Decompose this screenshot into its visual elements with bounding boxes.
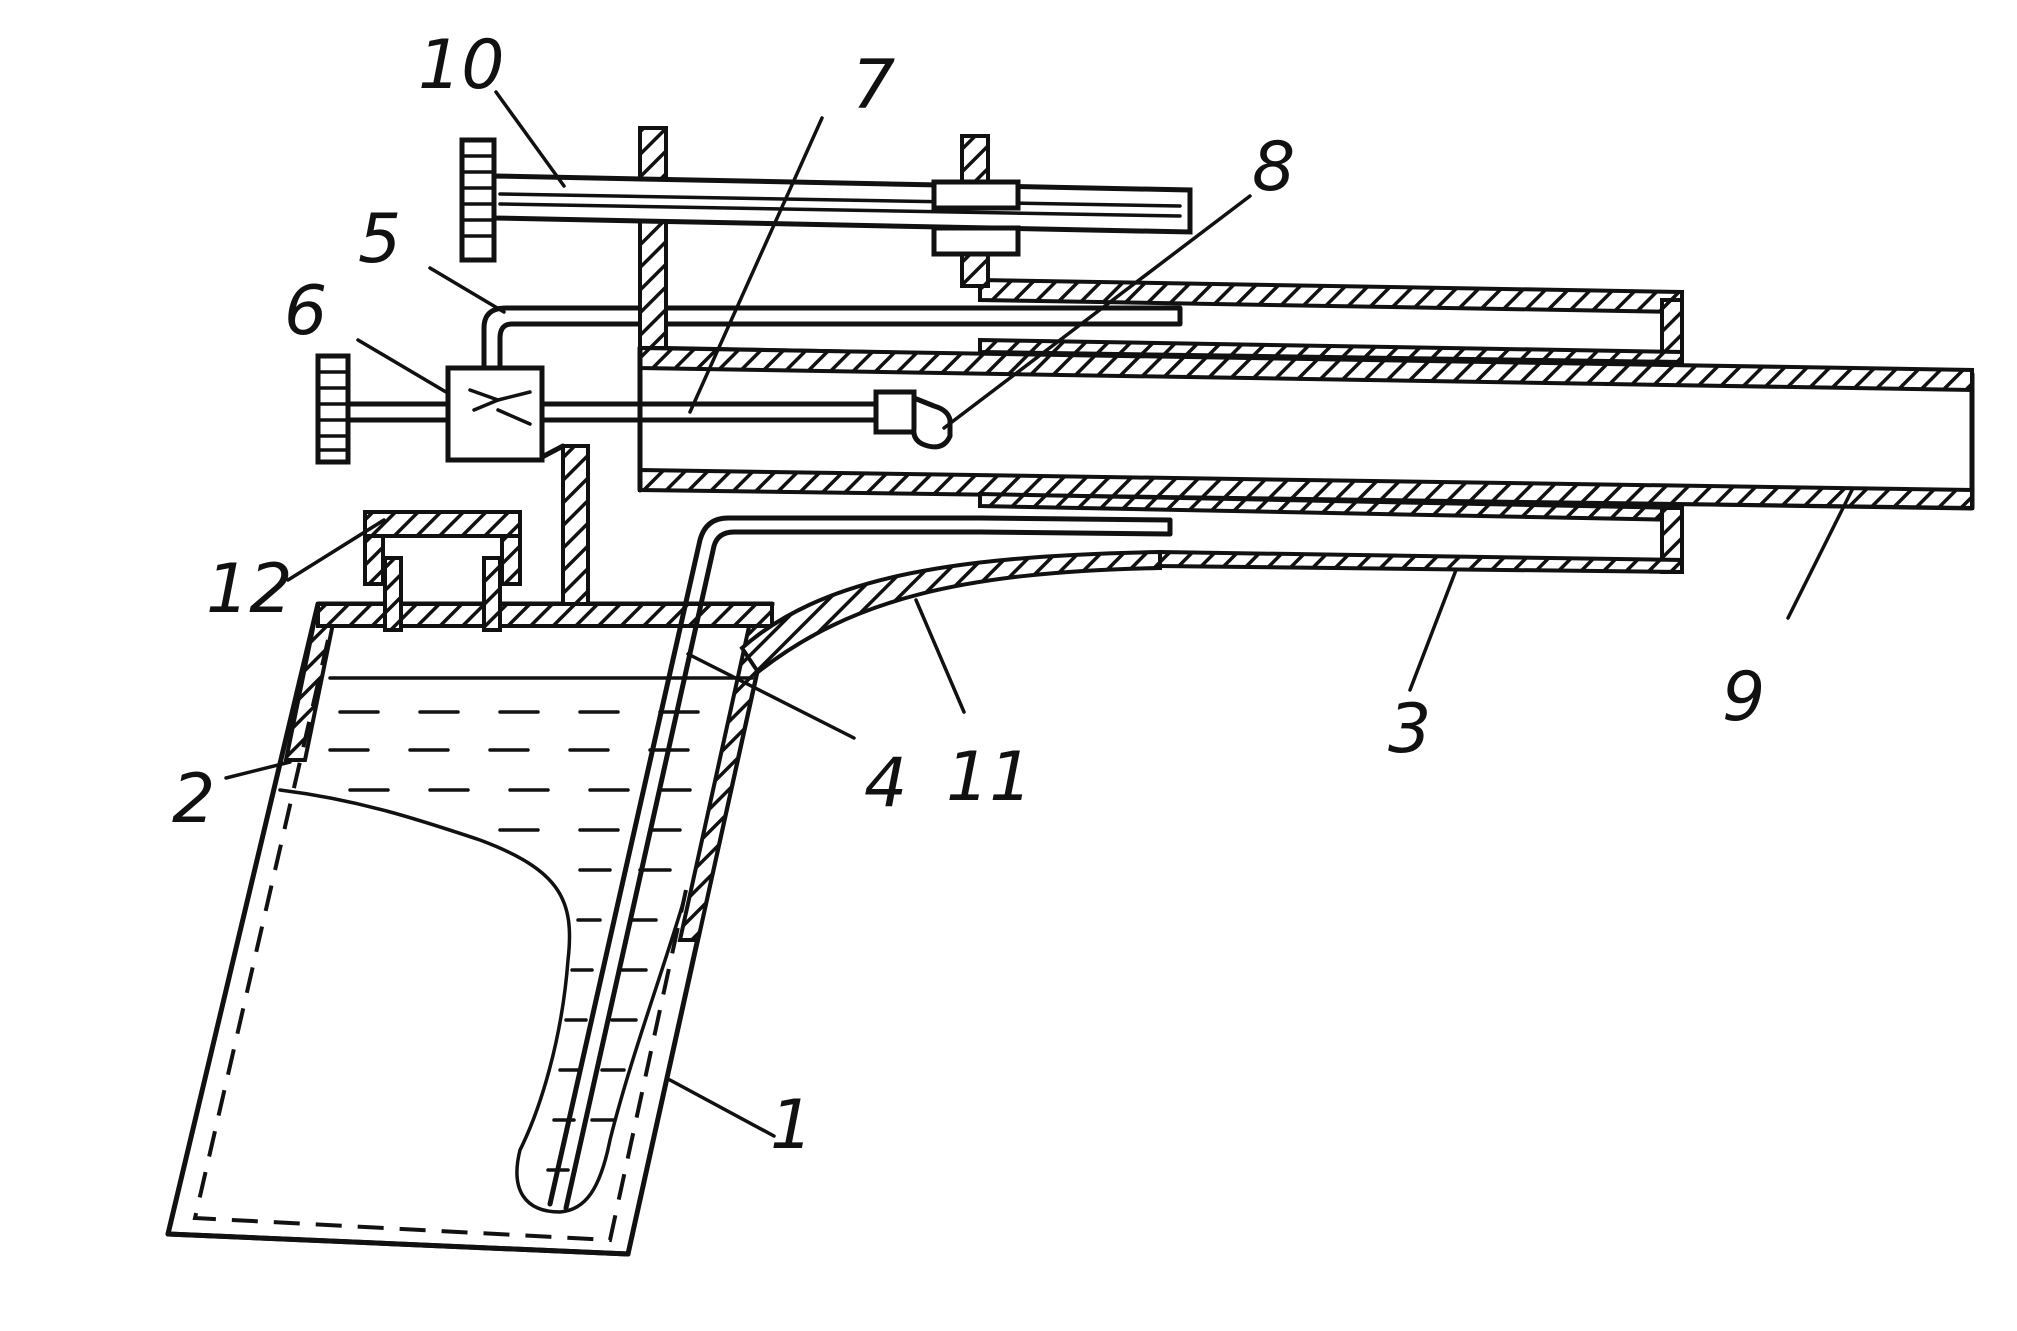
label-8: 8 [1252, 128, 1295, 207]
label-11: 11 [946, 738, 1033, 817]
suction-tube [547, 515, 985, 1211]
needle [539, 389, 953, 450]
label-2: 2 [172, 760, 215, 839]
leader-lines [224, 90, 1854, 1138]
reservoir [165, 601, 775, 1257]
riser-tube [541, 443, 590, 606]
label-3: 3 [1388, 690, 1431, 769]
liquid-marks [328, 710, 700, 1172]
label-9: 9 [1722, 658, 1765, 737]
label-1: 1 [770, 1086, 813, 1165]
reference-numerals: 1 2 3 4 5 6 7 8 9 10 11 12 [172, 26, 1765, 1165]
outer-sleeve [978, 277, 1684, 575]
filler-cap [363, 510, 522, 632]
label-5: 5 [358, 200, 401, 279]
label-10: 10 [418, 26, 505, 105]
label-4: 4 [864, 744, 907, 823]
label-12: 12 [206, 550, 293, 629]
sleeve-tube [977, 515, 1173, 537]
inner-barrel [637, 345, 1975, 511]
valve-block [315, 353, 545, 465]
feed-tube [481, 305, 1183, 371]
adjustment-screw [459, 137, 1193, 263]
label-7: 7 [852, 46, 895, 125]
flexible-hose [739, 549, 1162, 675]
label-6: 6 [284, 272, 327, 351]
